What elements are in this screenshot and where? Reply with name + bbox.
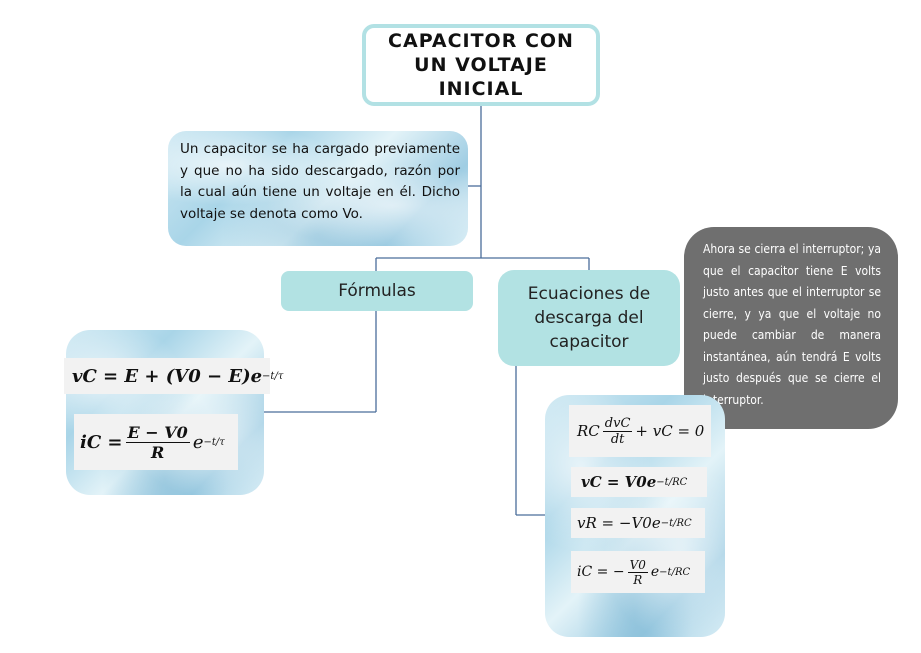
equation-3-text: vR = −V0e: [577, 514, 661, 532]
page-title: Capacitor con un voltaje inicial: [388, 30, 574, 100]
formula-ic-exp: −t/τ: [203, 436, 225, 448]
equation-1-num: dvC: [602, 415, 633, 432]
formula-ic-lhs: iC =: [80, 431, 123, 453]
equation-1-post: + vC = 0: [635, 422, 705, 440]
equation-1-pre: RC: [577, 422, 600, 440]
intro-node: Un capacitor se ha cargado previamente y…: [168, 131, 468, 246]
formula-vc-text: vC = E + (V0 − E)e: [72, 365, 263, 387]
equation-4-e: e: [650, 564, 660, 580]
intro-text: Un capacitor se ha cargado previamente y…: [180, 141, 460, 222]
formula-vc: vC = E + (V0 − E)e−t/τ: [64, 358, 283, 394]
equation-4-num: V0: [627, 557, 648, 573]
ecuaciones-label: Ecuaciones de descarga del capacitor: [527, 284, 651, 352]
equation-4-den: R: [633, 572, 643, 587]
ecuaciones-box: RC dvC dt + vC = 0 vC = V0e−t/RC vR = −V…: [545, 395, 725, 637]
formulas-label: Fórmulas: [338, 281, 416, 301]
equation-2-exp: −t/RC: [656, 476, 688, 488]
equation-1-fraction: dvC dt: [602, 415, 633, 447]
formula-ic-e: e: [192, 431, 204, 453]
equation-3-exp: −t/RC: [660, 517, 692, 529]
formulas-node: Fórmulas: [281, 271, 473, 311]
equation-1: RC dvC dt + vC = 0: [569, 405, 711, 457]
formula-ic: iC = E − V0 R e−t/τ: [74, 414, 238, 470]
formula-ic-num: E − V0: [125, 422, 190, 443]
equation-1-den: dt: [610, 431, 625, 447]
equation-3: vR = −V0e−t/RC: [571, 508, 705, 538]
note-node: Ahora se cierra el interruptor; ya que e…: [684, 227, 898, 429]
formula-ic-fraction: E − V0 R: [125, 422, 190, 462]
equation-4-lhs: iC = −: [577, 564, 625, 580]
equation-2-text: vC = V0e: [581, 473, 657, 491]
equation-4-fraction: V0 R: [627, 557, 648, 587]
ecuaciones-node: Ecuaciones de descarga del capacitor: [498, 270, 680, 366]
formula-vc-exp: −t/τ: [262, 370, 284, 382]
equation-4-exp: −t/RC: [659, 566, 691, 578]
equation-4: iC = − V0 R e−t/RC: [571, 551, 705, 593]
formula-ic-den: R: [151, 442, 165, 462]
equation-2: vC = V0e−t/RC: [571, 467, 707, 497]
note-text: Ahora se cierra el interruptor; ya que e…: [703, 242, 881, 407]
title-node: Capacitor con un voltaje inicial: [362, 24, 600, 106]
formulas-box: vC = E + (V0 − E)e−t/τ iC = E − V0 R e−t…: [64, 330, 283, 495]
